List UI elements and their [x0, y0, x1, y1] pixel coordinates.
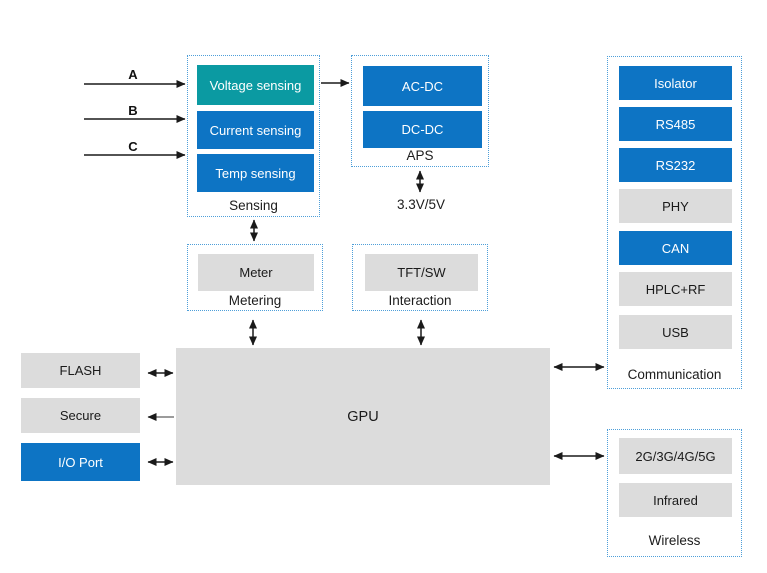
- can-box: CAN: [619, 231, 732, 265]
- rs232-box: RS232: [619, 148, 732, 182]
- tft-sw-box: TFT/SW: [365, 254, 478, 291]
- ac-dc-box: AC-DC: [363, 66, 482, 106]
- sensing-group: Voltage sensing Current sensing Temp sen…: [187, 55, 320, 217]
- hplc-rf-box: HPLC+RF: [619, 272, 732, 306]
- interaction-group: TFT/SW Interaction: [352, 244, 488, 311]
- isolator-box: Isolator: [619, 66, 732, 100]
- input-c-label: C: [128, 139, 138, 154]
- power-output-label: 3.3V/5V: [396, 197, 446, 212]
- current-sensing-box: Current sensing: [197, 111, 314, 149]
- rs485-box: RS485: [619, 107, 732, 141]
- aps-group-label: APS: [406, 148, 434, 163]
- dc-dc-box: DC-DC: [363, 111, 482, 148]
- io-port-box: I/O Port: [21, 443, 140, 481]
- wireless-group-label: Wireless: [648, 533, 701, 548]
- flash-box: FLASH: [21, 353, 140, 388]
- metering-group-label: Metering: [228, 293, 282, 308]
- usb-box: USB: [619, 315, 732, 349]
- temp-sensing-box: Temp sensing: [197, 154, 314, 192]
- aps-group: AC-DC DC-DC APS: [351, 55, 489, 167]
- interaction-group-label: Interaction: [388, 293, 452, 308]
- secure-box: Secure: [21, 398, 140, 433]
- meter-box: Meter: [198, 254, 314, 291]
- communication-group: Isolator RS485 RS232 PHY CAN HPLC+RF USB…: [607, 56, 742, 389]
- input-b-label: B: [128, 103, 138, 118]
- sensing-group-label: Sensing: [229, 198, 278, 213]
- wireless-group: 2G/3G/4G/5G Infrared Wireless: [607, 429, 742, 557]
- input-a-label: A: [128, 67, 138, 82]
- gpu-box: GPU: [176, 348, 550, 485]
- cellular-box: 2G/3G/4G/5G: [619, 438, 732, 474]
- voltage-sensing-box: Voltage sensing: [197, 65, 314, 105]
- phy-box: PHY: [619, 189, 732, 223]
- communication-group-label: Communication: [627, 367, 722, 382]
- metering-group: Meter Metering: [187, 244, 323, 311]
- infrared-box: Infrared: [619, 483, 732, 517]
